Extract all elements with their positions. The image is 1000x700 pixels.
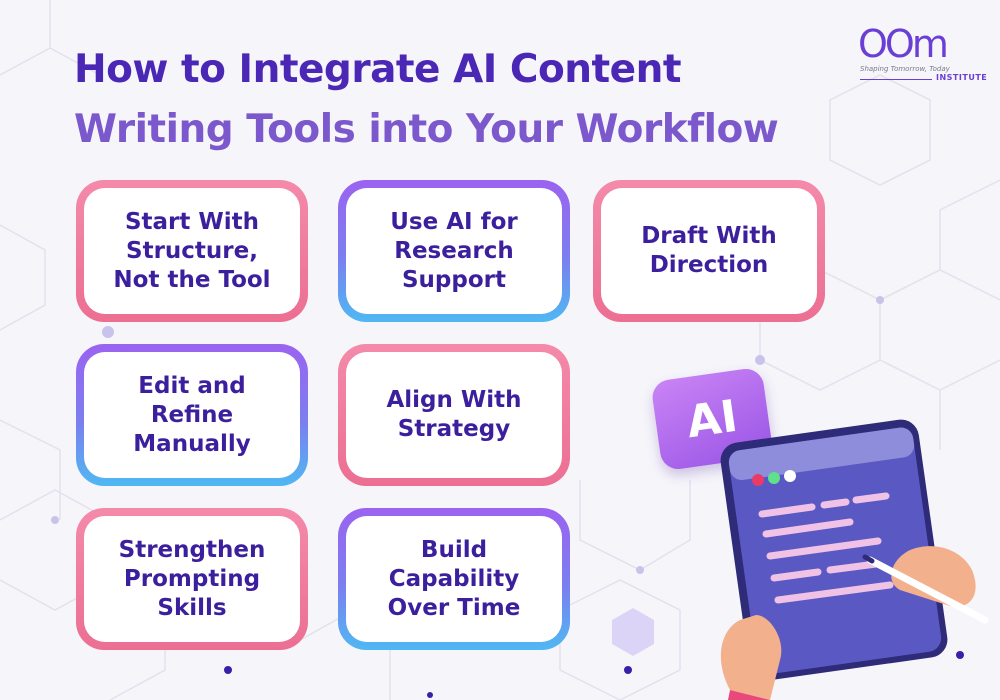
step-card-1: Start With Structure, Not the Tool — [76, 180, 308, 322]
step-card-body: Start With Structure, Not the Tool — [84, 188, 300, 314]
step-card-body: Edit and Refine Manually — [84, 352, 300, 478]
brand-logo: OOm Shaping Tomorrow, Today INSTITUTE — [858, 24, 988, 84]
step-card-body: Build Capability Over Time — [346, 516, 562, 642]
step-card-text: Strengthen Prompting Skills — [118, 536, 266, 621]
step-card-body: Align With Strategy — [346, 352, 562, 478]
logo-mark: OOm — [858, 22, 949, 66]
step-card-5: Align With Strategy — [338, 344, 570, 486]
tablet-illustration — [720, 419, 989, 700]
page-title-line-1: How to Integrate AI Content — [74, 47, 682, 92]
logo-institute-label: INSTITUTE — [936, 73, 988, 82]
step-card-body: Draft With Direction — [601, 188, 817, 314]
step-card-text: Align With Strategy — [386, 387, 522, 442]
step-card-text: Build Capability Over Time — [387, 536, 521, 621]
step-card-3: Draft With Direction — [593, 180, 825, 322]
step-card-7: Build Capability Over Time — [338, 508, 570, 650]
step-card-6: Strengthen Prompting Skills — [76, 508, 308, 650]
logo-tagline: Shaping Tomorrow, Today — [860, 65, 950, 73]
tablet-icon — [720, 419, 948, 681]
hand-icon — [720, 546, 976, 700]
step-card-text: Draft With Direction — [641, 223, 777, 278]
logo-divider — [860, 79, 932, 80]
step-card-4: Edit and Refine Manually — [76, 344, 308, 486]
step-card-text: Use AI for Research Support — [390, 208, 518, 293]
step-card-body: Use AI for Research Support — [346, 188, 562, 314]
step-card-text: Start With Structure, Not the Tool — [113, 208, 271, 293]
stylus-icon — [862, 554, 989, 624]
step-card-body: Strengthen Prompting Skills — [84, 516, 300, 642]
step-card-2: Use AI for Research Support — [338, 180, 570, 322]
page-title-line-2: Writing Tools into Your Workflow — [74, 107, 779, 152]
step-card-text: Edit and Refine Manually — [133, 372, 251, 457]
